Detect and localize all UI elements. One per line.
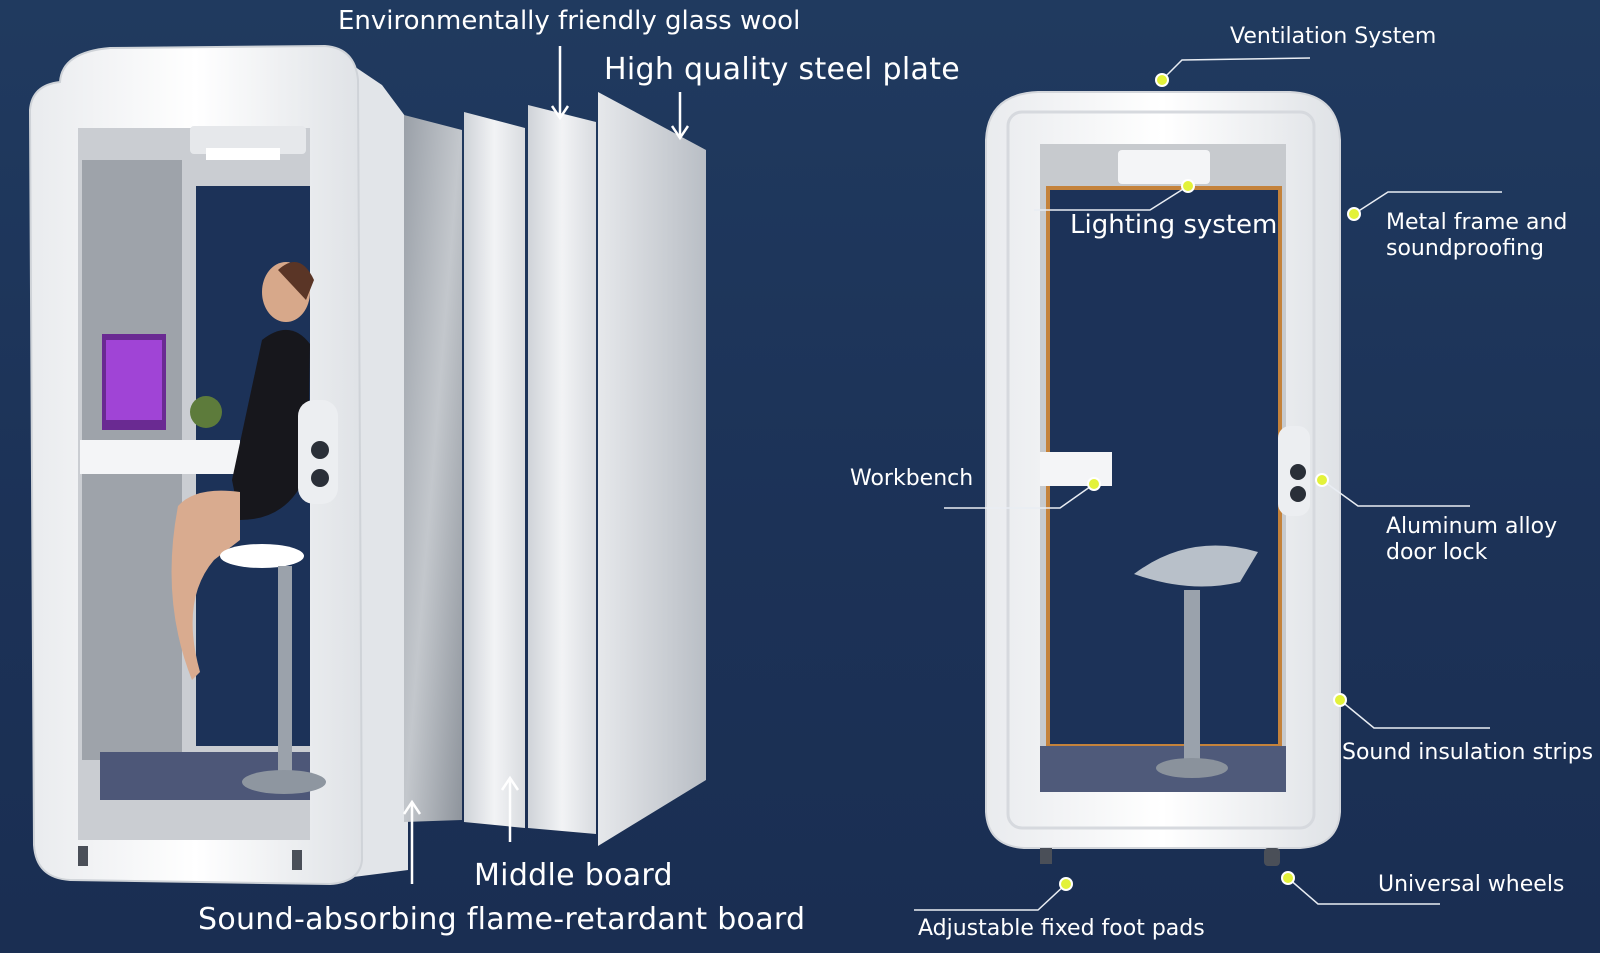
plant [190,396,222,428]
workbench-shelf [1040,452,1112,486]
monitor-screen [106,340,162,420]
stool-seat-front [1134,545,1258,587]
lock-knob-front [1290,464,1306,480]
callout-dots [1059,73,1361,891]
metal-frame-dot [1347,207,1361,221]
wheels-dot [1281,871,1295,885]
insulation-strips-label: Sound insulation strips [1342,740,1594,765]
ceiling-panel [190,126,306,154]
foot-pad [1040,848,1052,864]
left-arrows [402,46,690,884]
desk [80,440,240,474]
stool-post [278,566,292,776]
sound-absorbing-label: Sound-absorbing flame-retardant board [198,902,806,937]
sound-absorbing-board [464,112,525,828]
lighting-dot [1181,179,1195,193]
right-booth [985,91,1341,866]
insulation-dot [1333,693,1347,707]
foot [78,846,88,866]
glass-wool-label: Environmentally friendly glass wool [338,6,801,36]
layer-panels [404,92,706,846]
stool-seat [220,544,304,568]
ceiling-light-front [1118,150,1210,184]
middle-board-label: Middle board [474,858,673,893]
workbench-dot [1087,477,1101,491]
handle-knob [311,441,329,459]
middle-board-panel [528,105,596,834]
left-booth [28,44,408,886]
lighting-label: Lighting system [1070,210,1278,240]
workbench-label: Workbench [850,466,974,491]
foot [292,850,302,870]
foot-pads-dot [1059,877,1073,891]
steel-plate-label: High quality steel plate [604,52,961,87]
lock-knob-2-front [1290,486,1306,502]
stool-base [242,770,326,794]
foot-pads-label: Adjustable fixed foot pads [918,916,1205,941]
stool-post-front [1184,590,1200,760]
door-lock-dot [1315,473,1329,487]
steel-plate-panel [598,92,706,846]
wheel [1264,848,1280,866]
callout-lines [914,57,1502,911]
ceiling-light [206,148,280,160]
ventilation-label: Ventilation System [1230,24,1437,49]
door-lock-label: Aluminum alloy door lock [1386,514,1558,566]
wheels-label: Universal wheels [1378,872,1565,897]
glass-wool-layer [404,115,462,822]
metal-frame-label: Metal frame and soundproofing [1386,210,1568,262]
person-figure [171,262,314,680]
door-frame [1006,110,1316,830]
stool-base-front [1156,758,1228,778]
lock-knob [311,469,329,487]
ventilation-dot [1155,73,1169,87]
